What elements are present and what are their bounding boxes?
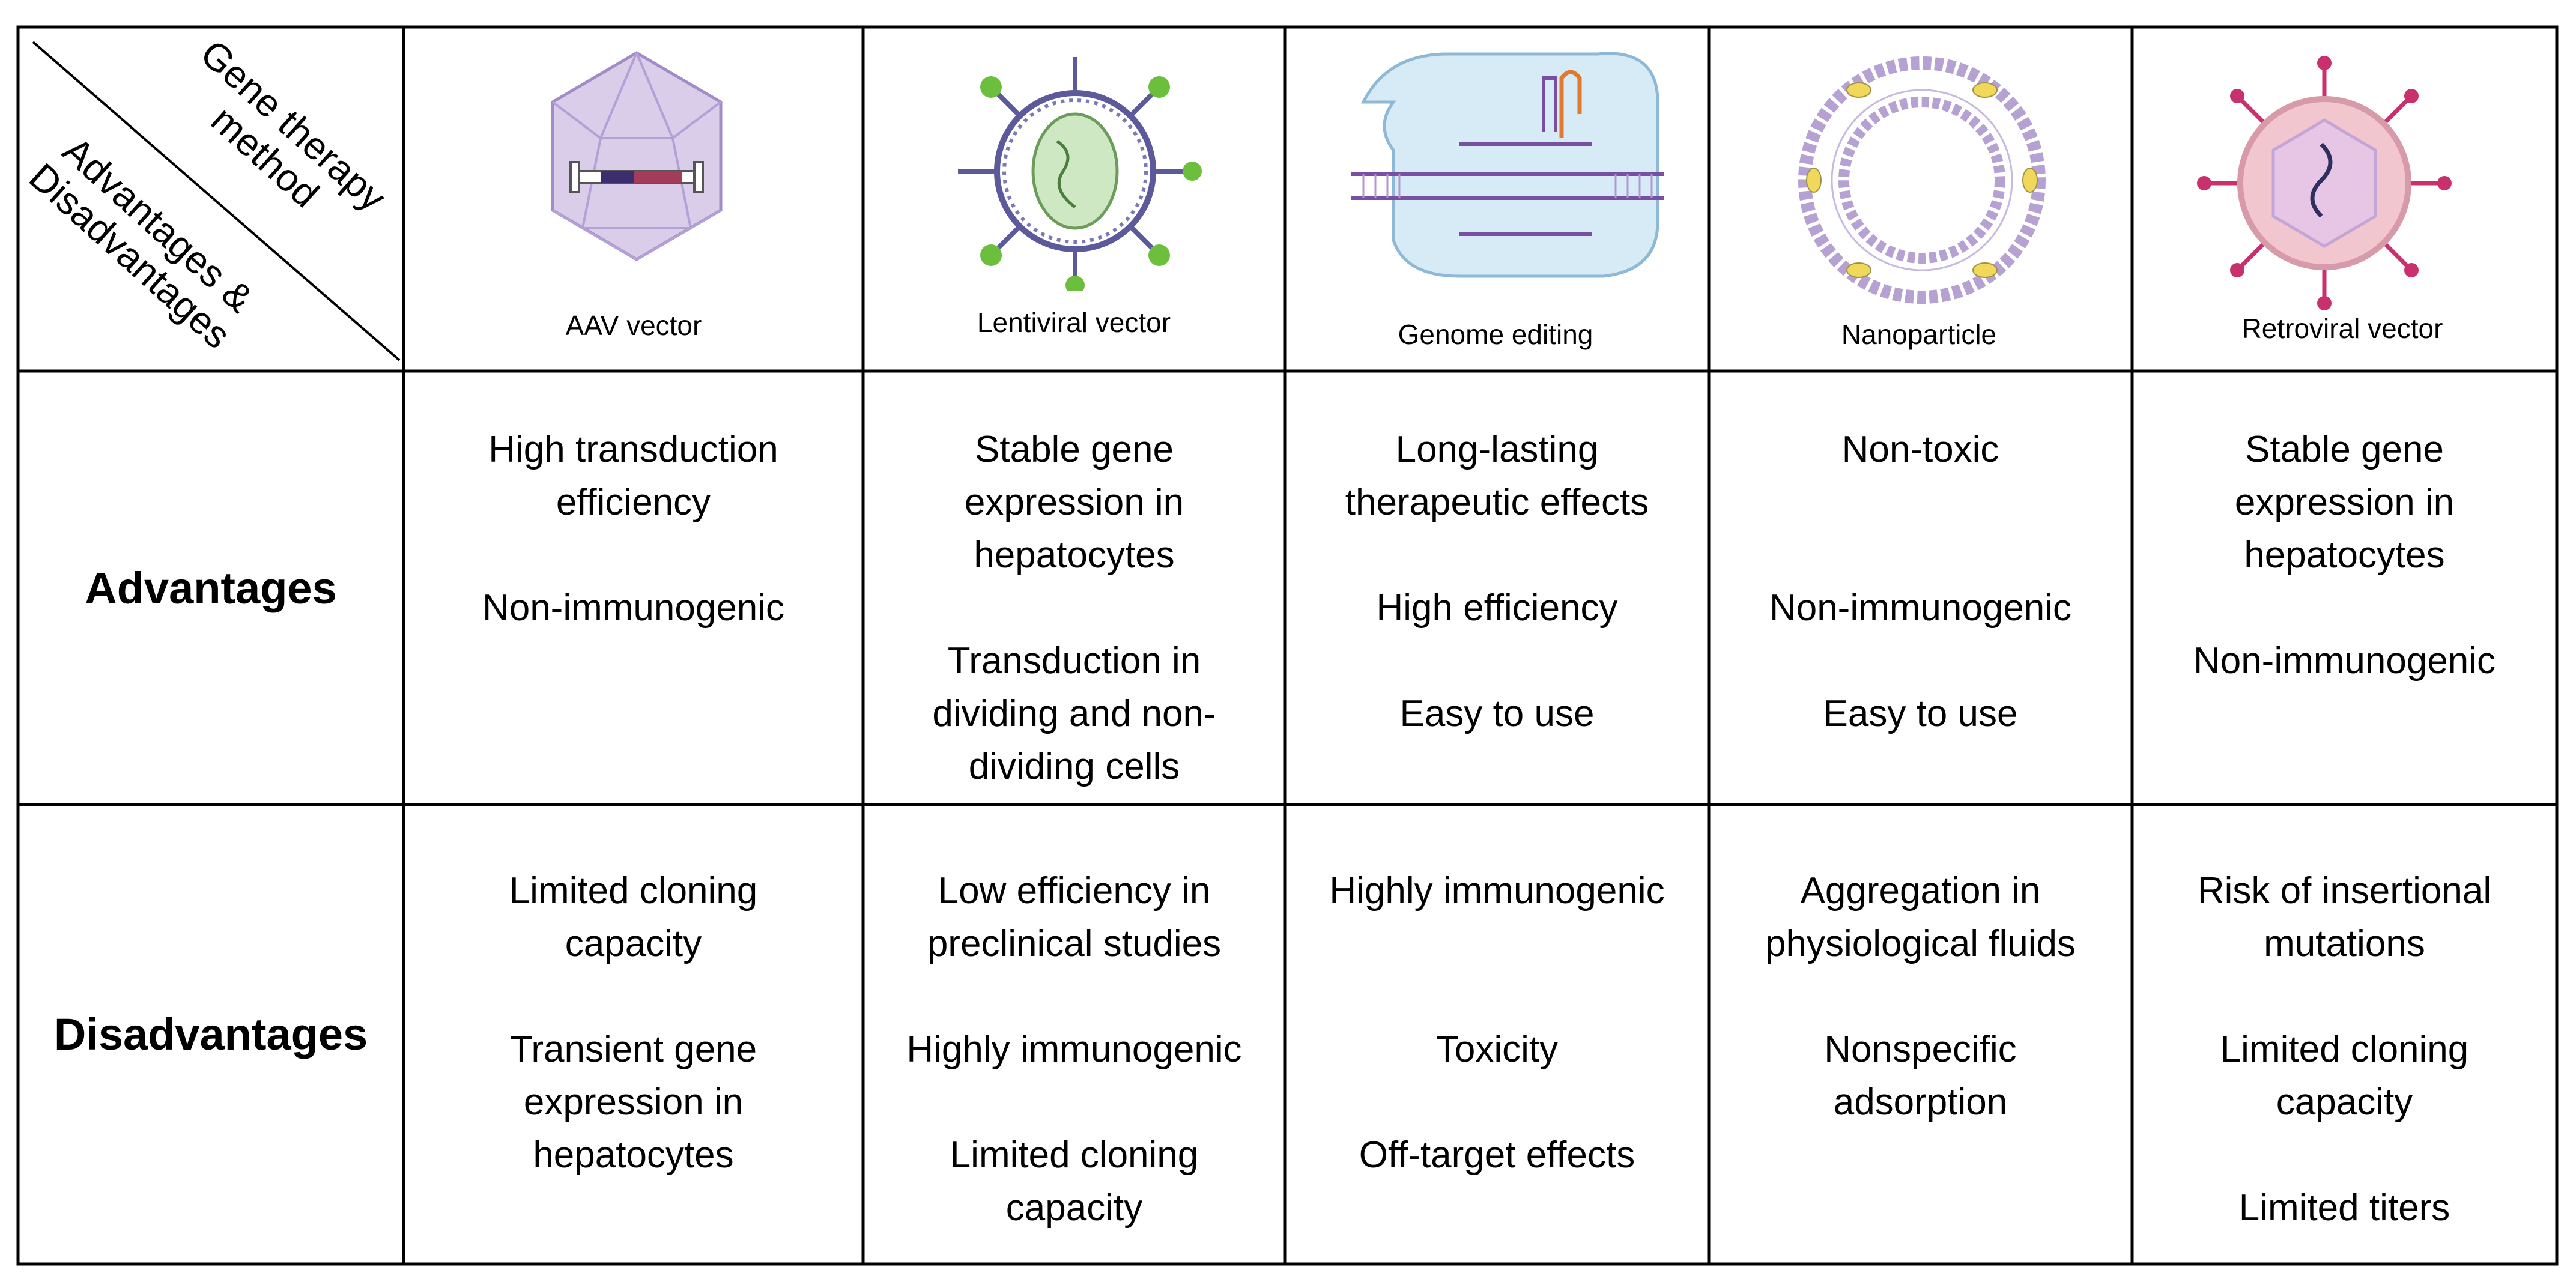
cell-line: Transient gene bbox=[509, 1029, 757, 1070]
table-cell: Risk of insertional mutations Limited clo… bbox=[2132, 865, 2557, 1235]
cell-line: Highly immunogenic bbox=[906, 1029, 1242, 1070]
cell-line: Easy to use bbox=[1823, 693, 2018, 734]
cell-line bbox=[1492, 918, 1502, 970]
cell-line: physiological fluids bbox=[1765, 923, 2076, 964]
crispr-dna-icon bbox=[1351, 52, 1664, 278]
cell-line: Limited cloning bbox=[950, 1134, 1199, 1176]
cell-line: mutations bbox=[2264, 923, 2425, 964]
cell-line: efficiency bbox=[556, 482, 711, 523]
cell-line: expression in bbox=[523, 1081, 744, 1123]
cell-line: capacity bbox=[565, 923, 702, 964]
cell-line bbox=[1492, 1076, 1502, 1129]
cell-line: Aggregation in bbox=[1800, 870, 2041, 912]
method-label-aav: AAV vector bbox=[565, 310, 702, 341]
cell-line: Stable gene bbox=[2245, 429, 2444, 470]
liposome-nanoparticle-icon bbox=[1798, 56, 2046, 304]
cell-line: High transduction bbox=[488, 429, 778, 470]
cell-line: expression in bbox=[964, 482, 1184, 523]
cell-line: capacity bbox=[2276, 1081, 2413, 1123]
cell-line bbox=[2339, 970, 2350, 1023]
table-cell: Aggregation in physiological fluids Nonsp… bbox=[1709, 865, 2132, 1129]
cell-line: Low efficiency in bbox=[938, 870, 1211, 912]
retrovirus-icon bbox=[2197, 56, 2452, 310]
cell-line bbox=[1492, 635, 1502, 688]
table-cell: Long-lasting therapeutic effects High eff… bbox=[1285, 423, 1709, 740]
cell-line bbox=[1069, 582, 1079, 635]
cell-line bbox=[628, 970, 638, 1023]
cell-line: Toxicity bbox=[1435, 1029, 1559, 1070]
cell-line bbox=[1915, 529, 1926, 582]
cell-line: Limited cloning bbox=[509, 870, 758, 912]
cell-line: hepatocytes bbox=[2244, 534, 2445, 576]
row-label-advantages: Advantages bbox=[85, 563, 337, 613]
table-cell: High transduction efficiency Non-immunoge… bbox=[404, 423, 863, 635]
cell-line bbox=[1915, 970, 1926, 1023]
cell-line: High efficiency bbox=[1376, 587, 1618, 629]
row-label-disadvantages: Disadvantages bbox=[53, 1009, 368, 1059]
cell-line: Easy to use bbox=[1399, 693, 1595, 734]
method-label-retroviral: Retroviral vector bbox=[2241, 313, 2443, 344]
cell-line bbox=[1069, 1076, 1079, 1129]
table-cell: Stable gene expression in hepatocytes Non-… bbox=[2132, 423, 2557, 688]
cell-line bbox=[1915, 476, 1926, 529]
cell-line: Highly immunogenic bbox=[1329, 870, 1665, 912]
method-label-nanoparticle: Nanoparticle bbox=[1841, 319, 1997, 350]
table-cell: Non-toxic Non-immunogenic Easy to use bbox=[1709, 423, 2132, 740]
cell-line bbox=[1492, 529, 1502, 582]
lentivirus-icon bbox=[958, 57, 1202, 291]
cell-line bbox=[2339, 582, 2350, 635]
cell-line: Transduction in bbox=[947, 640, 1201, 682]
cell-line: adsorption bbox=[1833, 1081, 2008, 1123]
cell-line bbox=[2339, 1129, 2350, 1182]
table-cell: Limited cloning capacity Transient gene ex… bbox=[404, 865, 863, 1182]
cell-line: Non-toxic bbox=[1841, 429, 1999, 470]
cell-line: Non-immunogenic bbox=[2193, 640, 2496, 682]
cell-line bbox=[1915, 635, 1926, 688]
method-label-genome-editing: Genome editing bbox=[1398, 319, 1593, 350]
table-cell: Low efficiency in preclinical studies Hig… bbox=[863, 865, 1285, 1235]
cell-line: Non-immunogenic bbox=[1769, 587, 2072, 629]
cell-line bbox=[1492, 970, 1502, 1023]
cell-line: capacity bbox=[1005, 1187, 1143, 1229]
cell-line: Nonspecific bbox=[1824, 1029, 2017, 1070]
cell-line bbox=[1069, 970, 1079, 1023]
method-label-lentiviral: Lentiviral vector bbox=[977, 307, 1171, 338]
cell-line: hepatocytes bbox=[533, 1134, 734, 1176]
cell-line: dividing cells bbox=[968, 746, 1180, 787]
cell-line: Non-immunogenic bbox=[482, 587, 785, 629]
cell-line: Off-target effects bbox=[1359, 1134, 1635, 1176]
cell-line: Limited titers bbox=[2238, 1187, 2450, 1229]
cell-line: Long-lasting bbox=[1395, 429, 1599, 470]
table-cell: Highly immunogenic Toxicity Off-target e… bbox=[1285, 865, 1709, 1182]
table-cell: Stable gene expression in hepatocytes Tran… bbox=[863, 423, 1285, 793]
aav-capsid-icon bbox=[551, 51, 723, 261]
cell-line: Limited cloning bbox=[2220, 1029, 2469, 1070]
cell-line: preclinical studies bbox=[927, 923, 1222, 964]
cell-line: Stable gene bbox=[975, 429, 1174, 470]
cell-line: expression in bbox=[2234, 482, 2455, 523]
cell-line: hepatocytes bbox=[974, 534, 1175, 576]
cell-line bbox=[628, 529, 638, 582]
cell-line: therapeutic effects bbox=[1345, 482, 1649, 523]
cell-line: dividing and non- bbox=[932, 693, 1216, 734]
cell-line: Risk of insertional bbox=[2197, 870, 2492, 912]
